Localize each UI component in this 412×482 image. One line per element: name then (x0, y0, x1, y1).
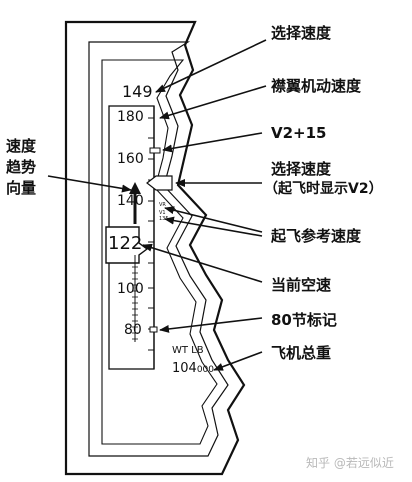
tape-tick-label: 100 (117, 281, 144, 297)
selected-speed-readout: 149 (122, 82, 153, 101)
tape-tick-label: 180 (117, 109, 144, 125)
weight-readout: 104000 (172, 357, 214, 376)
label-selected-speed: 选择速度 (271, 24, 332, 42)
label-trend-vector-2: 趋势 (6, 158, 37, 176)
tape-tick-label: 140 (117, 193, 144, 209)
inner-frame (101, 59, 218, 445)
tape-ticks (148, 117, 154, 351)
label-current-airspeed: 当前空速 (271, 276, 332, 294)
vr-label: VR (159, 202, 166, 208)
label-trend-vector-3: 向量 (6, 179, 37, 197)
weight-value-small: 000 (196, 365, 215, 375)
v1-value: 135 (159, 216, 169, 222)
tape-tick-label: 160 (117, 151, 144, 167)
current-speed-box (105, 226, 149, 264)
v2-plus-15-bug (149, 147, 161, 154)
middle-frame (88, 41, 229, 457)
outer-frame (64, 20, 246, 476)
label-takeoff-ref-speed: 起飞参考速度 (271, 227, 362, 245)
tape-tick-label: 80 (124, 322, 142, 338)
weight-label: WT LB (172, 345, 204, 356)
v1-label: V1 (159, 210, 166, 216)
marker-80-bug (149, 326, 158, 333)
label-flap-speed: 襟翼机动速度 (271, 77, 362, 95)
label-marker-80: 80节标记 (271, 311, 337, 329)
leader-lines (47, 39, 267, 371)
label-selected-speed-takeoff-1: 选择速度 (271, 160, 332, 178)
watermark: 知乎 @若远似近 (306, 456, 394, 470)
weight-value: 104 (172, 361, 197, 376)
label-selected-speed-takeoff-2: （起飞时显示V2） (264, 181, 383, 197)
label-trend-vector-1: 速度 (6, 137, 37, 155)
label-gross-weight: 飞机总重 (271, 344, 332, 362)
current-speed-value: 122 (108, 233, 143, 254)
selected-speed-bug (146, 175, 173, 191)
label-v2-plus-15: V2+15 (271, 124, 327, 142)
